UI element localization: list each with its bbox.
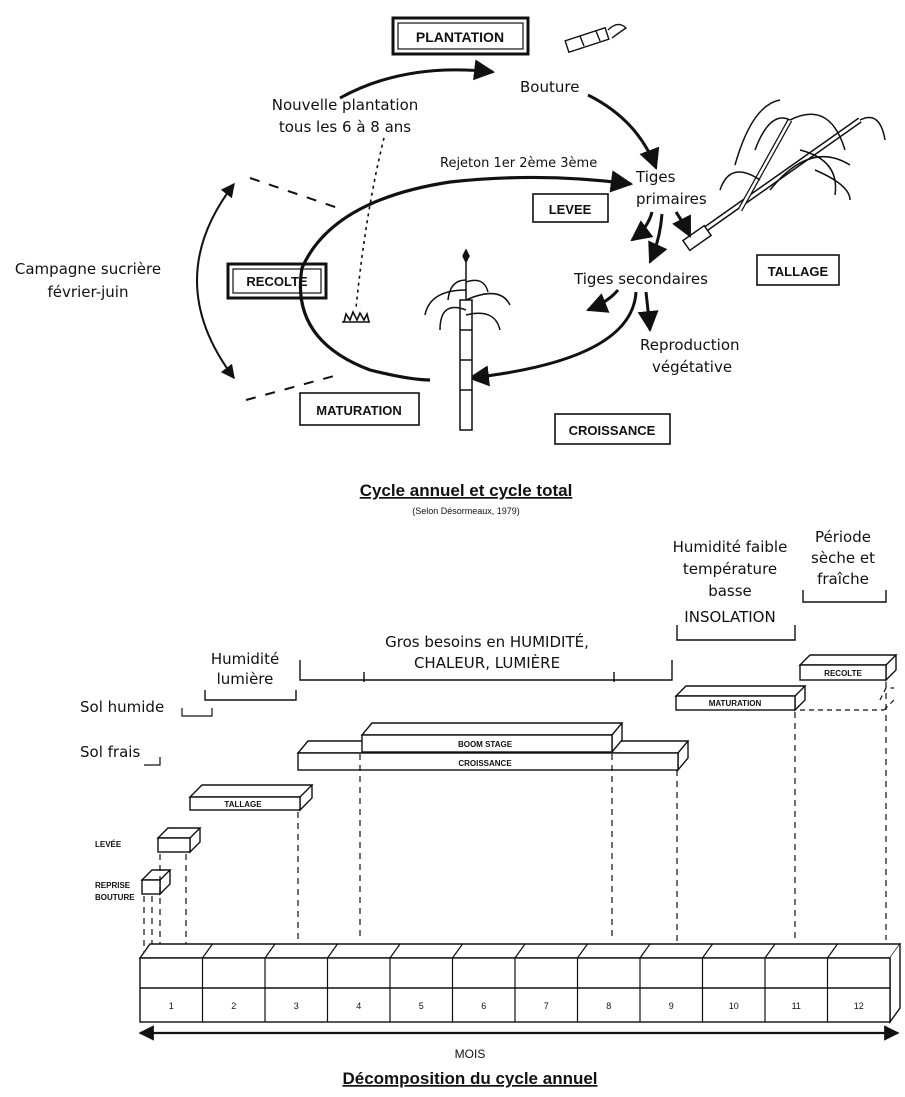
cycle-title: Cycle annuel et cycle total — [360, 481, 573, 500]
phase-plantation-box: PLANTATION — [393, 18, 528, 54]
month-label: 4 — [356, 1001, 361, 1011]
stage-maturation-label: MATURATION — [709, 699, 762, 708]
hum-lumiere-bracket — [205, 690, 296, 700]
stage-levee-label: LEVÉE — [95, 840, 122, 849]
sol-humide-bracket — [182, 708, 212, 716]
hum-faible-line3: basse — [708, 582, 752, 600]
stage-recolte-label: RECOLTE — [824, 669, 862, 678]
stage-bar-tallage: TALLAGE — [190, 785, 312, 810]
phase-maturation-box: MATURATION — [300, 393, 419, 425]
gros-besoins-line1: Gros besoins en HUMIDITÉ, — [385, 632, 589, 651]
phase-tallage-box: TALLAGE — [757, 255, 839, 285]
month-label: 12 — [854, 1001, 864, 1011]
sol-frais-label: Sol frais — [80, 743, 140, 761]
hum-lumiere-line1: Humidité — [211, 650, 279, 668]
bouture-label: Bouture — [520, 78, 579, 96]
hum-faible-line4: INSOLATION — [684, 608, 775, 626]
month-label: 6 — [481, 1001, 486, 1011]
arrow-secondaires-left — [588, 290, 618, 310]
month-label: 10 — [729, 1001, 739, 1011]
nouvelle-plantation-line2: tous les 6 à 8 ans — [279, 118, 411, 136]
phase-recolte-box: RECOLTE — [228, 264, 326, 298]
arrow-to-bouture — [340, 70, 493, 98]
stage-croissance-label: CROISSANCE — [458, 759, 512, 768]
tiges-secondaires-label: Tiges secondaires — [573, 270, 708, 288]
hum-faible-line2: température — [683, 560, 777, 578]
month-label: 1 — [169, 1001, 174, 1011]
stage-bar-maturation: MATURATION — [676, 686, 805, 710]
arrow-secondaires-to-croissance — [470, 292, 636, 378]
month-label: 2 — [231, 1001, 236, 1011]
sol-humide-label: Sol humide — [80, 698, 164, 716]
hum-lumiere-line2: lumière — [217, 670, 274, 688]
stage-bar-boom: BOOM STAGE — [362, 723, 622, 752]
arrow-secondaires-down — [646, 292, 650, 330]
recolte-dashed-lower — [800, 688, 894, 710]
cycle-section: PLANTATION Bouture Nouvelle plantation t… — [15, 18, 885, 516]
phase-maturation-label: MATURATION — [316, 403, 401, 418]
hum-faible-line1: Humidité faible — [673, 538, 788, 556]
stage-reprise-line1: REPRISE — [95, 881, 131, 890]
arrow-primaires-down2 — [650, 214, 662, 262]
month-label: 3 — [294, 1001, 299, 1011]
stage-bar-recolte: RECOLTE — [800, 655, 896, 680]
phase-croissance-label: CROISSANCE — [569, 423, 656, 438]
phase-plantation-label: PLANTATION — [416, 29, 504, 45]
dotted-replant-line — [356, 138, 384, 308]
cycle-source: (Selon Désormeaux, 1979) — [412, 506, 520, 516]
periode-line3: fraîche — [817, 570, 869, 588]
arrow-primaires-right — [676, 212, 690, 236]
tiges-primaires-line2: primaires — [636, 190, 707, 208]
arrow-bouture-to-tiges — [588, 95, 656, 168]
sol-frais-bracket — [144, 757, 160, 765]
reproduction-line2: végétative — [652, 358, 732, 376]
hum-faible-bracket — [677, 625, 795, 640]
month-label: 11 — [792, 1001, 801, 1011]
decomposition-title: Décomposition du cycle annuel — [342, 1069, 597, 1088]
stage-boom-label: BOOM STAGE — [458, 740, 513, 749]
campagne-dash-top — [250, 178, 338, 208]
campagne-line1: Campagne sucrière — [15, 260, 161, 278]
arrow-primaires-down1 — [632, 212, 652, 240]
phase-recolte-label: RECOLTE — [246, 274, 307, 289]
month-label: 7 — [544, 1001, 549, 1011]
rejeton-label: Rejeton 1er 2ème 3ème — [440, 156, 597, 171]
tallering-cane-icon — [683, 100, 885, 250]
mois-label: MOIS — [455, 1047, 486, 1061]
decomposition-section: Période sèche et fraîche Humidité faible… — [80, 528, 900, 1088]
nouvelle-plantation-line1: Nouvelle plantation — [272, 96, 419, 114]
stage-reprise-line2: BOUTURE — [95, 893, 135, 902]
campagne-line2: février-juin — [48, 283, 129, 301]
stage-bar-reprise — [142, 870, 170, 894]
periode-line2: sèche et — [811, 549, 875, 567]
month-label: 8 — [606, 1001, 611, 1011]
mature-cane-icon — [425, 250, 510, 430]
tiges-primaires-line1: Tiges — [635, 168, 676, 186]
gros-besoins-line2: CHALEUR, LUMIÈRE — [414, 653, 560, 672]
phase-levee-label: LEVEE — [549, 202, 592, 217]
campagne-dash-bottom — [246, 376, 334, 400]
reproduction-line1: Reproduction — [640, 336, 740, 354]
month-label: 5 — [419, 1001, 424, 1011]
phase-croissance-box: CROISSANCE — [555, 414, 670, 444]
periode-bracket — [803, 590, 886, 602]
phase-tallage-label: TALLAGE — [768, 264, 829, 279]
stubble-icon — [342, 312, 370, 322]
month-bar — [140, 944, 900, 1022]
stage-bar-levee — [158, 828, 200, 852]
cutting-icon — [565, 24, 626, 52]
periode-line1: Période — [815, 528, 871, 546]
stage-tallage-label: TALLAGE — [224, 800, 262, 809]
phase-levee-box: LEVEE — [533, 194, 608, 222]
month-label: 9 — [669, 1001, 674, 1011]
